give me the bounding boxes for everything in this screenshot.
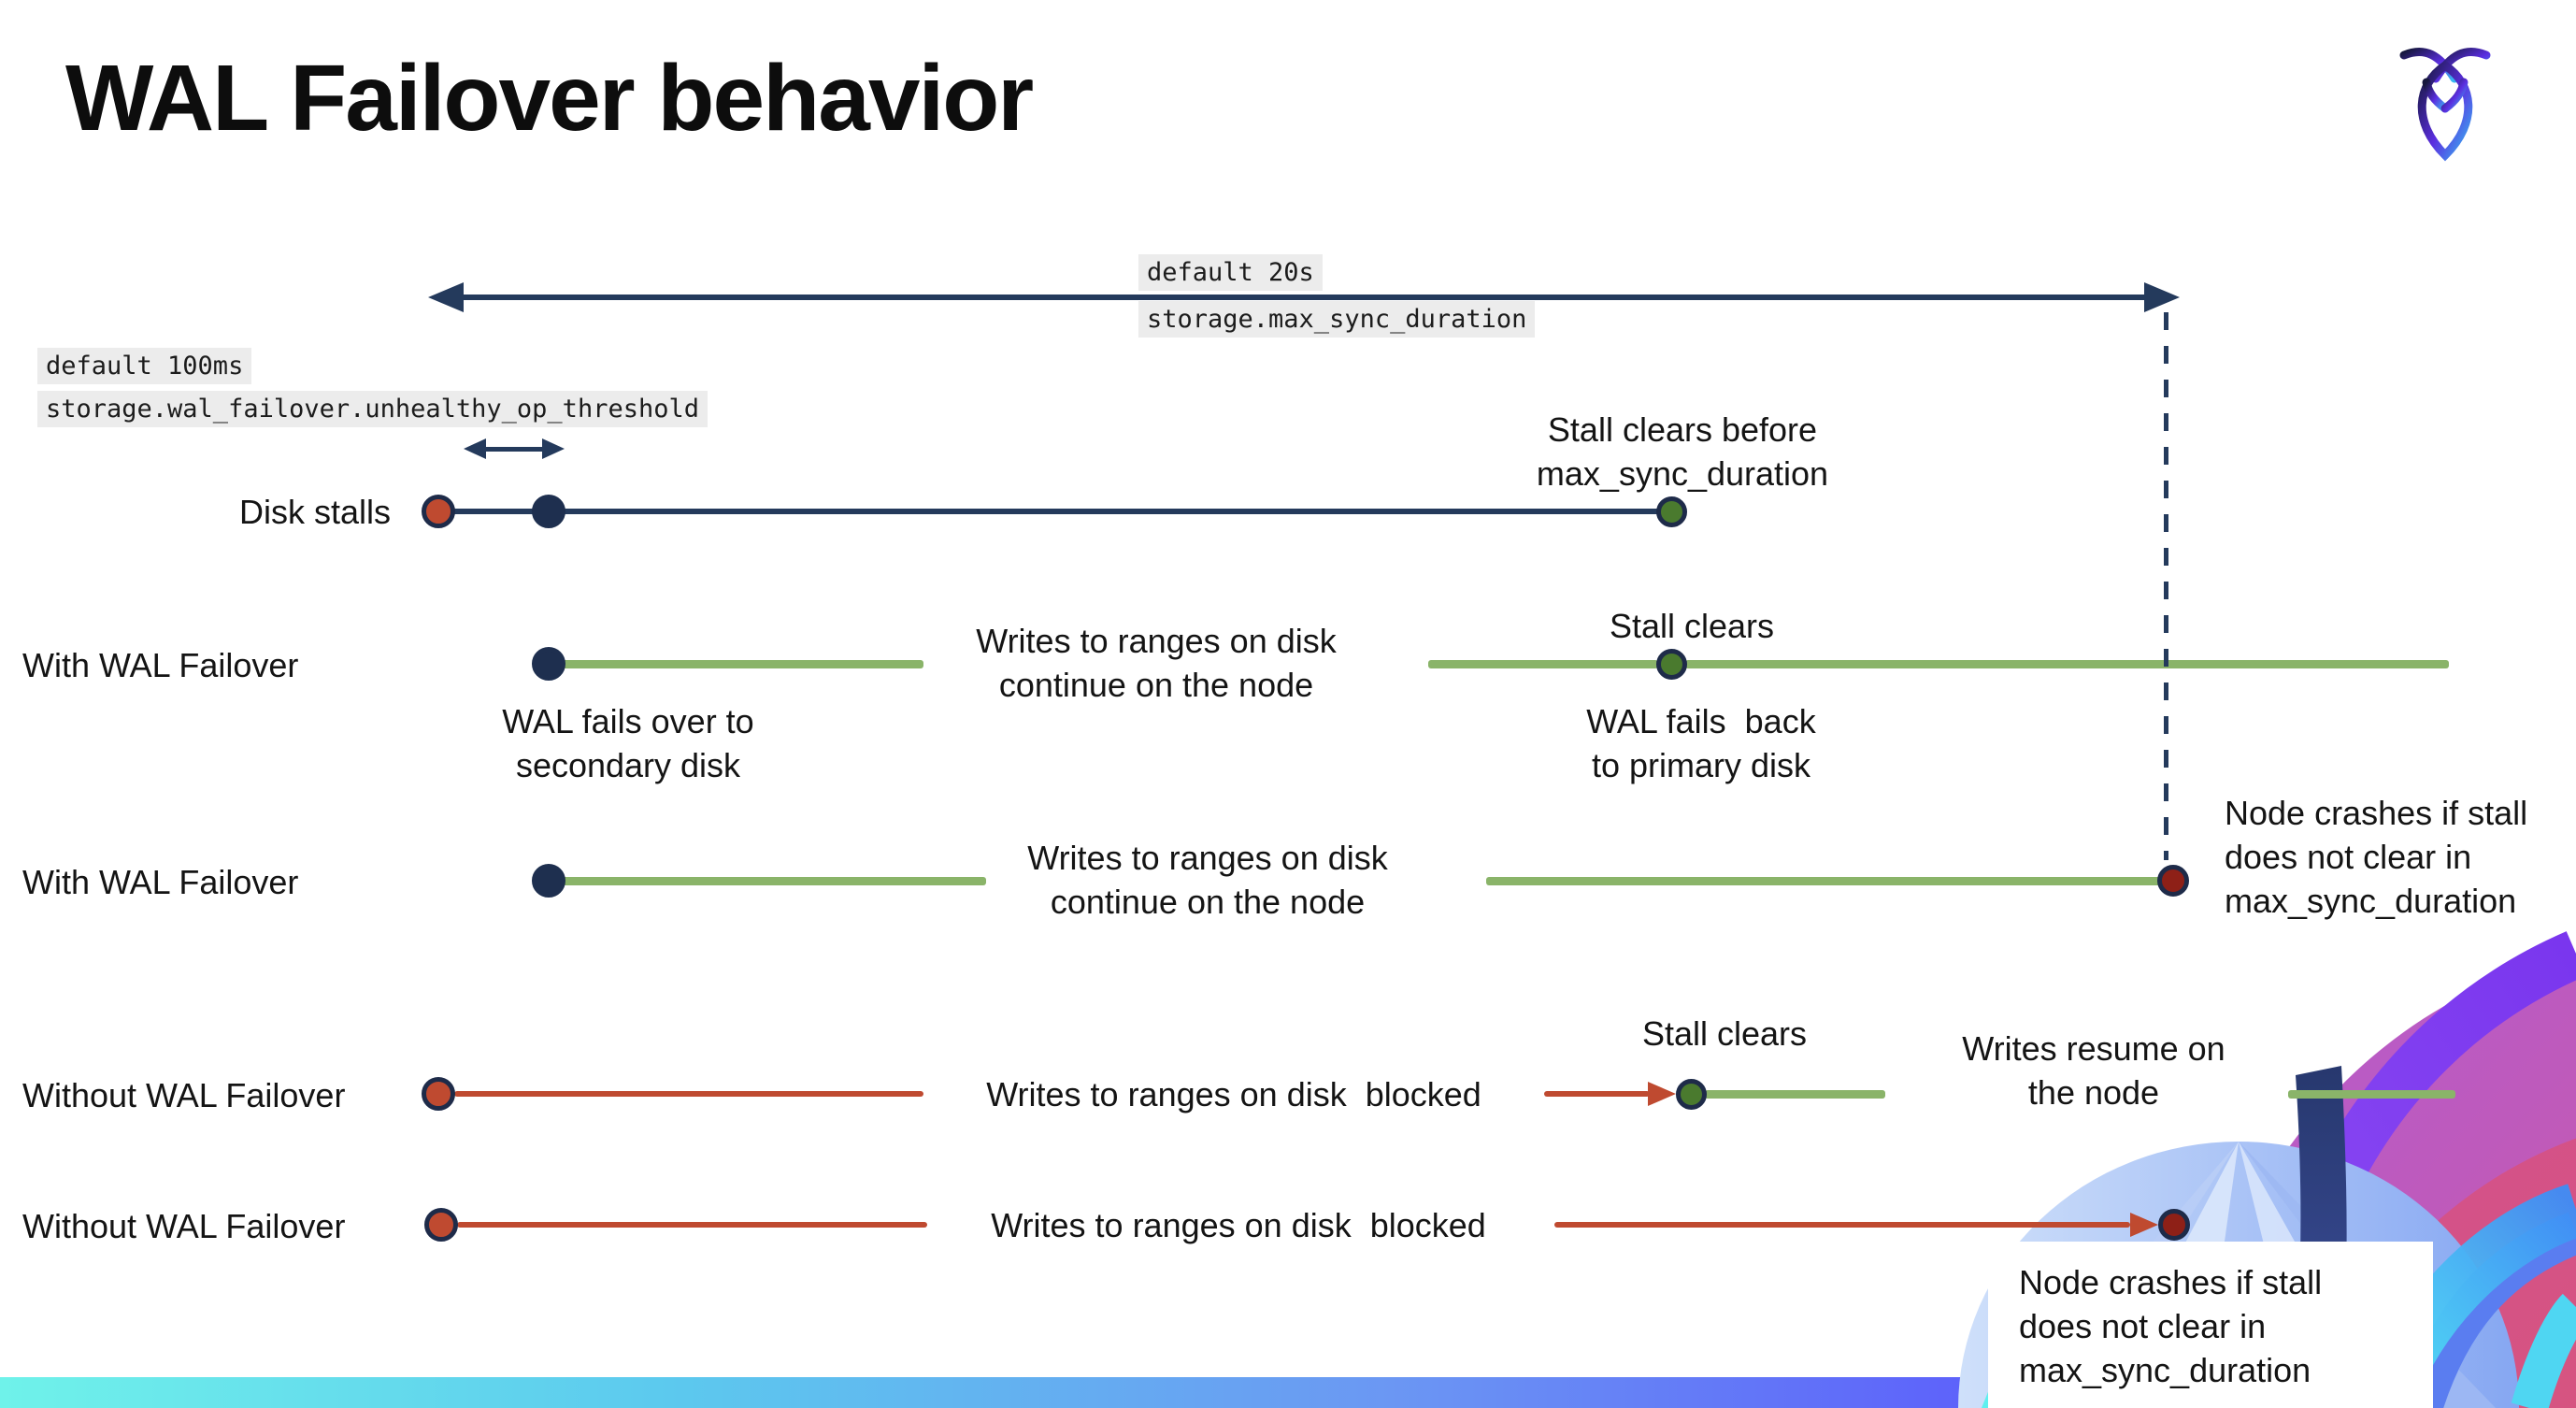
page-title: WAL Failover behavior [65, 46, 1034, 151]
writes-continue-line [561, 660, 923, 668]
wal-fails-back-text: WAL fails back to primary disk [1496, 699, 1907, 787]
writes-blocked-line-r5b [1554, 1222, 2130, 1228]
node-crash-dot [2157, 865, 2189, 897]
writes-continue-r3-line1: Writes to ranges on disk [1027, 839, 1388, 877]
writes-resume-line2: the node [2027, 1073, 2160, 1112]
node-crashes-r5-line2: does not clear in [2019, 1307, 2267, 1345]
max-sync-default-label: default 20s [1138, 254, 1323, 291]
node-crashes-r3-line2: does not clear in [2225, 838, 2472, 876]
writes-blocked-text-r5: Writes to ranges on disk blocked [991, 1206, 1486, 1244]
failover-dot [532, 647, 565, 681]
node-crashes-r5-line1: Node crashes if stall [2019, 1263, 2323, 1301]
writes-continue-r3-line2: continue on the node [1050, 883, 1366, 921]
failover-threshold-dot [532, 495, 565, 528]
node-crash-dot-r5 [2158, 1209, 2190, 1241]
wal-fails-over-line2: secondary disk [515, 746, 741, 784]
wal-fails-over-text: WAL fails over to secondary disk [422, 699, 834, 787]
writes-resume-line-r4a [1705, 1090, 1885, 1099]
max-sync-setting-label: storage.max_sync_duration [1138, 301, 1536, 338]
disk-stall-timeline [438, 509, 1664, 514]
threshold-default-label: default 100ms [37, 348, 252, 384]
stall-clears-before-line1: Stall clears before [1547, 410, 1818, 449]
threshold-setting-label: storage.wal_failover.unhealthy_op_thresh… [37, 391, 708, 427]
stall-clear-dot-r4 [1676, 1079, 1707, 1110]
stall-clear-dot [1656, 496, 1687, 527]
writes-resume-line1: Writes resume on [1962, 1029, 2225, 1068]
stall-start-dot-r4 [422, 1077, 455, 1111]
red-arrowhead-r4-icon [1648, 1082, 1676, 1106]
stall-clear-dot-2 [1656, 649, 1687, 680]
wal-fails-over-line1: WAL fails over to [502, 702, 754, 740]
threshold-arrowhead-left-icon [464, 438, 486, 459]
writes-continue-line3-seg [1685, 660, 2449, 668]
writes-continue-line2-seg [1428, 660, 1658, 668]
writes-blocked-line-r5a [457, 1222, 927, 1228]
threshold-arrow-line [475, 447, 553, 452]
stall-start-dot-r5 [424, 1208, 458, 1242]
arrowhead-left-icon [428, 282, 464, 312]
threshold-arrowhead-right-icon [542, 438, 565, 459]
writes-resume-backdrop [1903, 1021, 2284, 1135]
writes-blocked-line-r4a [454, 1091, 923, 1097]
node-crashes-r3-line3: max_sync_duration [2225, 882, 2517, 920]
y-left [2422, 78, 2450, 113]
stall-clears-text-r4: Stall clears [1641, 1014, 1808, 1053]
max-sync-duration-arrow-line [439, 295, 2170, 300]
writes-resume-text: Writes resume on the node [1907, 1027, 2281, 1114]
arrowhead-right-icon [2144, 282, 2180, 312]
y-right [2440, 78, 2469, 113]
row-label-with-wal-failover-1: With WAL Failover [22, 646, 299, 684]
writes-continue-line1: Writes to ranges on disk [976, 622, 1337, 660]
row-label-without-wal-failover-2: Without WAL Failover [22, 1207, 346, 1245]
writes-resume-line-r4b [2288, 1090, 2455, 1099]
node-crashes-backdrop [1988, 1242, 2433, 1408]
node-crashes-text-r5: Node crashes if stall does not clear in ma… [2019, 1260, 2411, 1392]
node-crashes-r5-line3: max_sync_duration [2019, 1351, 2311, 1389]
failover-dot-2 [532, 864, 565, 898]
writes-blocked-text-r4: Writes to ranges on disk blocked [986, 1075, 1481, 1113]
wal-fails-back-line2: to primary disk [1591, 746, 1811, 784]
node-crashes-r3-line1: Node crashes if stall [2225, 794, 2528, 832]
writes-blocked-line-r4b [1544, 1091, 1650, 1097]
row-label-without-wal-failover-1: Without WAL Failover [22, 1076, 346, 1114]
writes-continue-text: Writes to ranges on disk continue on the … [932, 619, 1381, 707]
cockroachdb-logo-icon [2399, 48, 2491, 162]
writes-continue-line2: continue on the node [998, 666, 1314, 704]
writes-continue-line-r3a [561, 877, 986, 885]
stall-start-dot [422, 495, 455, 528]
stall-clears-text-2: Stall clears [1609, 607, 1775, 645]
writes-continue-text-r3: Writes to ranges on disk continue on the … [983, 836, 1432, 924]
row-label-disk-stalls: Disk stalls [238, 493, 391, 531]
writes-continue-line-r3b [1486, 877, 2161, 885]
red-arrowhead-r5-icon [2130, 1213, 2158, 1237]
max-sync-deadline-dashed-line [2164, 312, 2168, 860]
row-label-with-wal-failover-2: With WAL Failover [22, 863, 299, 901]
cyan-leg-small [2511, 1293, 2576, 1408]
node-crashes-text-r3: Node crashes if stall does not clear in ma… [2225, 791, 2576, 923]
wal-fails-back-line1: WAL fails back [1586, 702, 1816, 740]
stall-clears-before-text: Stall clears before max_sync_duration [1458, 408, 1907, 496]
stall-clears-before-line2: max_sync_duration [1536, 454, 1829, 493]
